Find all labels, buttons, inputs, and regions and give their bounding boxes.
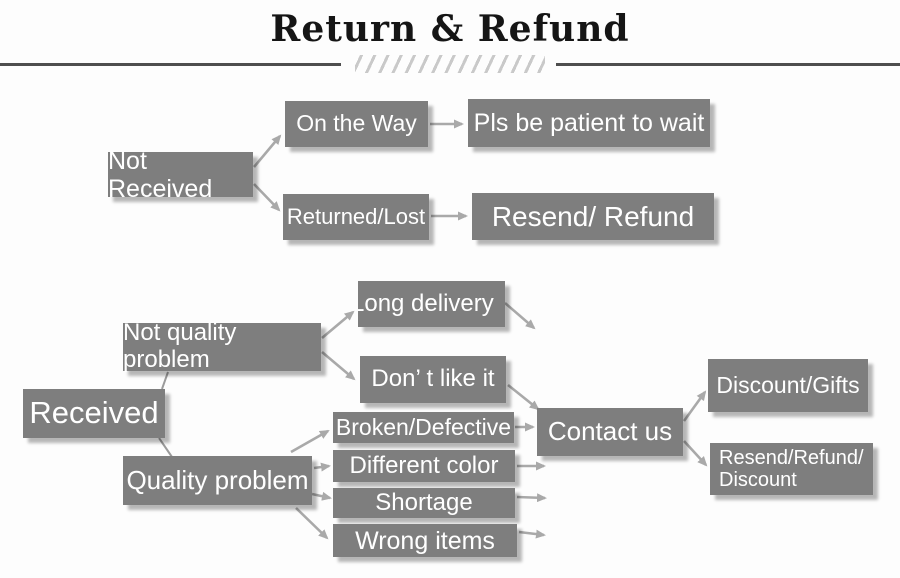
arrow-contact-us-to-resend-refund-discount (683, 440, 708, 467)
node-label-dont-like-it: Don’ t like it (371, 365, 495, 393)
node-not-quality-problem: Not quality problem (123, 319, 321, 373)
node-label-on-the-way: On the Way (296, 110, 417, 137)
arrow-wrong-items-out (518, 529, 546, 539)
arrow-not-quality-to-dont-like-it (321, 351, 356, 381)
line-received-to-not-quality-problem (161, 371, 169, 390)
node-label-resend-refund: Resend/ Refund (491, 200, 695, 232)
node-contact-us: Contact us (537, 408, 683, 456)
node-label-pls-be-patient-to-wait: Pls be patient to wait (473, 109, 705, 137)
node-label-contact-us: Contact us (547, 416, 673, 447)
node-label-long-delivery: Long delivery (358, 289, 494, 317)
arrow-quality-to-different-color (313, 462, 331, 472)
node-pls-be-patient-to-wait: Pls be patient to wait (468, 99, 710, 147)
title-rule-right (556, 63, 900, 66)
node-wrong-items: Wrong items (333, 524, 517, 557)
node-resend-refund-discount: Resend/Refund/ Discount (710, 443, 873, 495)
node-label-shortage: Shortage (375, 488, 473, 516)
node-returned-lost: Returned/Lost (283, 194, 429, 240)
title-rule-left (0, 63, 341, 66)
arrow-long-delivery-out (504, 302, 536, 330)
node-on-the-way: On the Way (285, 101, 428, 147)
arrow-quality-to-broken-defective (290, 429, 330, 454)
node-label-broken-defective: Broken/Defective (335, 413, 512, 440)
arrow-quality-to-shortage (311, 491, 332, 501)
title-slashes-icon (355, 55, 545, 73)
node-not-received: Not Received (108, 147, 253, 203)
node-long-delivery: Long delivery (358, 281, 505, 327)
node-label-not-quality-problem: Not quality problem (123, 319, 237, 373)
arrow-contact-us-to-discount-gifts (682, 390, 707, 422)
node-label-returned-lost: Returned/Lost (286, 203, 426, 229)
node-quality-problem: Quality problem (123, 456, 312, 505)
page-title: Return & Refund (270, 8, 630, 50)
arrow-shortage-out (516, 493, 547, 503)
arrow-not-received-to-on-the-way (253, 134, 282, 168)
node-shortage: Shortage (333, 488, 515, 518)
arrow-quality-to-wrong-items (295, 507, 329, 540)
node-received: Received (23, 389, 165, 438)
node-label-not-received: Not Received (108, 146, 213, 203)
node-label-different-color: Different color (349, 451, 499, 479)
node-resend-refund: Resend/ Refund (472, 193, 714, 240)
node-broken-defective: Broken/Defective (333, 412, 514, 443)
arrow-dont-like-it-to-contact-us (507, 383, 540, 411)
node-label-received: Received (29, 395, 159, 431)
node-dont-like-it: Don’ t like it (360, 356, 506, 403)
line-received-to-quality-problem (158, 437, 173, 458)
node-label-discount-gifts: Discount/Gifts (716, 371, 860, 398)
node-label-resend-refund-discount: Resend/Refund/ Discount (719, 446, 864, 491)
node-label-quality-problem: Quality problem (126, 464, 309, 495)
arrow-not-received-to-returned-lost (253, 183, 281, 212)
node-different-color: Different color (333, 450, 515, 482)
node-discount-gifts: Discount/Gifts (708, 359, 868, 412)
node-label-wrong-items: Wrong items (355, 526, 495, 555)
arrow-not-quality-to-long-delivery (321, 310, 355, 339)
